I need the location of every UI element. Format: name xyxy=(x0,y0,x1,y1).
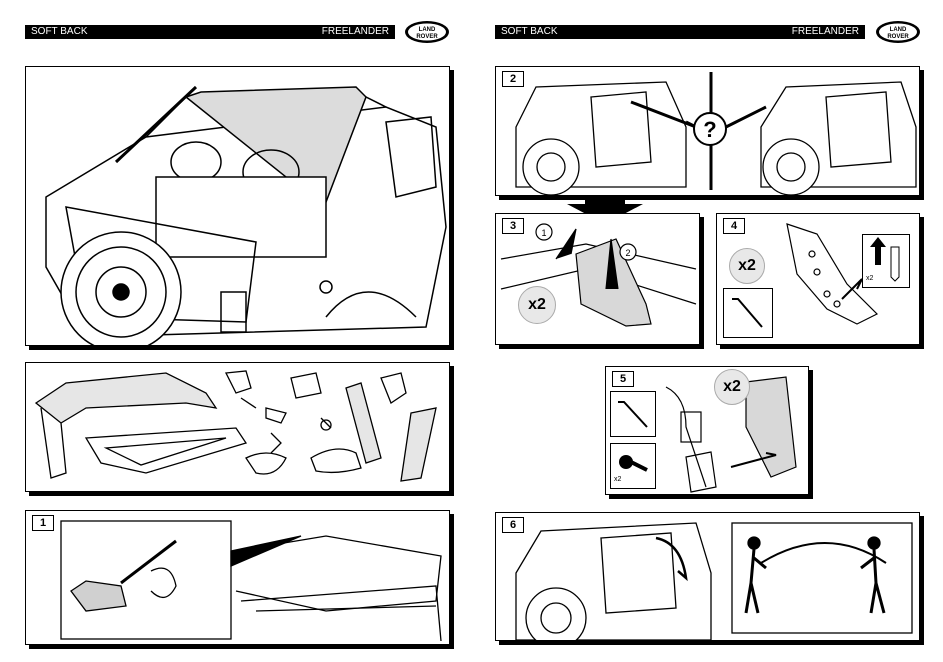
step-2-number: 2 xyxy=(502,71,524,87)
land-rover-logo-right: LAND ROVER xyxy=(876,21,920,43)
right-header-model: FREELANDER xyxy=(791,26,859,37)
left-header-title: SOFT BACK xyxy=(31,26,88,37)
step-5-tool-box xyxy=(610,391,656,437)
question-mark: ? xyxy=(703,117,716,142)
left-header-model: FREELANDER xyxy=(321,26,389,37)
svg-text:LAND: LAND xyxy=(419,27,436,33)
compare-hard-soft-top-illustration: ? xyxy=(515,72,917,195)
step-5-number: 5 xyxy=(612,371,634,387)
down-arrow xyxy=(567,196,643,224)
step-3-quantity: x2 xyxy=(518,286,556,324)
step-5-small-quantity: x2 xyxy=(614,476,622,483)
step-4-bolt-box: x2 xyxy=(862,234,910,288)
overview-illustration-panel xyxy=(25,66,450,346)
kit-parts-illustration xyxy=(34,370,437,482)
bolt-up-icon xyxy=(870,237,900,282)
kit-parts-panel xyxy=(25,362,450,492)
step-3-panel: 3 1 2 x2 xyxy=(495,213,700,345)
step-4-quantity: x2 xyxy=(729,248,765,284)
step-4-panel: 4 x2 x2 xyxy=(716,213,920,345)
left-page-header: SOFT BACK FREELANDER xyxy=(25,25,395,39)
step-6-number: 6 xyxy=(502,517,524,533)
step-3-number: 3 xyxy=(502,218,524,234)
step-1-panel: 1 xyxy=(25,510,450,645)
side-strip-illustration xyxy=(665,376,797,493)
svg-text:ROVER: ROVER xyxy=(416,34,438,40)
right-page-header: SOFT BACK FREELANDER xyxy=(495,25,865,39)
hex-key-icon xyxy=(732,298,763,328)
step-1-number: 1 xyxy=(32,515,54,531)
vehicle-rear-illustration xyxy=(45,85,447,345)
step-5-panel: 5 x2 x2 xyxy=(605,366,809,495)
hex-key-icon xyxy=(618,401,648,428)
svg-text:ROVER: ROVER xyxy=(887,34,909,40)
roof-bolt-illustration xyxy=(60,520,442,642)
arrow-1-label: 1 xyxy=(541,228,546,238)
land-rover-logo-left: LAND ROVER xyxy=(405,21,449,43)
arrow-2-label: 2 xyxy=(625,248,630,258)
step-5-quantity: x2 xyxy=(714,369,750,405)
step-5-screw-box: x2 xyxy=(610,443,656,489)
unclip-illustration: 1 2 xyxy=(500,223,697,327)
step-6-panel: 6 xyxy=(495,512,920,641)
lift-hard-top-illustration xyxy=(515,522,913,640)
step-4-small-quantity: x2 xyxy=(866,275,874,282)
step-4-tool-box xyxy=(723,288,773,338)
step-4-number: 4 xyxy=(723,218,745,234)
svg-text:LAND: LAND xyxy=(890,27,907,33)
right-header-title: SOFT BACK xyxy=(501,26,558,37)
step-2-panel: 2 ? xyxy=(495,66,920,196)
screw-icon xyxy=(619,455,648,472)
